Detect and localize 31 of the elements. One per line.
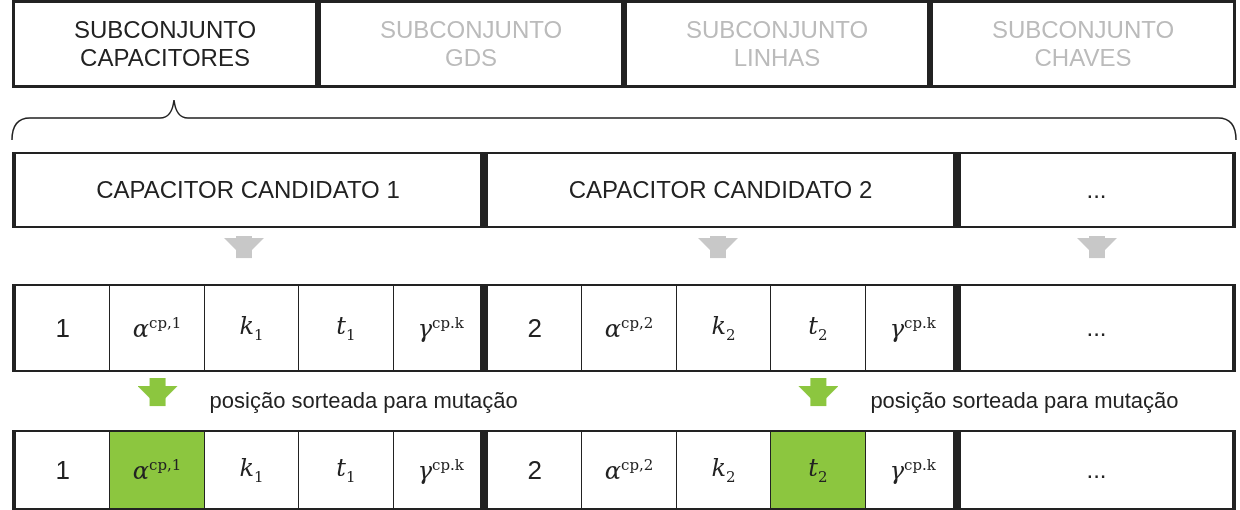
gene-segment	[12, 284, 484, 372]
gene-cell: α$^{cp,2}$	[582, 286, 677, 370]
gene-segment	[484, 430, 957, 510]
gene-cell: t$_{1}$	[299, 432, 394, 508]
mutated-gene-cell: t$_{2}$	[771, 432, 866, 508]
gene-cell: 2	[488, 286, 583, 370]
gene-cell: α$^{cp,2}$	[582, 432, 677, 508]
gene-segment	[12, 430, 484, 510]
candidate-box: CAPACITOR CANDIDATO 1	[12, 152, 484, 228]
gene-cell: γ$^{cp.k}$	[393, 286, 488, 370]
gene-cell: k$_{2}$	[676, 286, 772, 370]
gene-cell: γ$^{cp.k}$	[865, 286, 960, 370]
gene-cell: k$_{1}$	[204, 432, 300, 508]
gene-cell: k$_{1}$	[204, 286, 300, 370]
ellipsis-cell: ...	[957, 284, 1236, 372]
mutated-gene-cell: α$^{cp,1}$	[110, 432, 205, 508]
gene-cell: t$_{1}$	[299, 286, 394, 370]
gene-cell: γ$^{cp.k}$	[865, 432, 960, 508]
subset-tab: SUBCONJUNTO CAPACITORES	[12, 0, 318, 88]
gene-cell: γ$^{cp.k}$	[393, 432, 488, 508]
gene-cell: α$^{cp,1}$	[110, 286, 205, 370]
subset-tab: SUBCONJUNTO CHAVES	[930, 0, 1236, 88]
subset-tab: SUBCONJUNTO GDS	[318, 0, 624, 88]
ellipsis-cell: ...	[957, 430, 1236, 510]
gene-segment	[484, 284, 957, 372]
gene-cell: 1	[16, 286, 111, 370]
gene-cell: 2	[488, 432, 583, 508]
candidate-box: ...	[957, 152, 1236, 228]
gene-cell: t$_{2}$	[771, 286, 866, 370]
subset-tab: SUBCONJUNTO LINHAS	[624, 0, 930, 88]
candidate-box: CAPACITOR CANDIDATO 2	[484, 152, 957, 228]
